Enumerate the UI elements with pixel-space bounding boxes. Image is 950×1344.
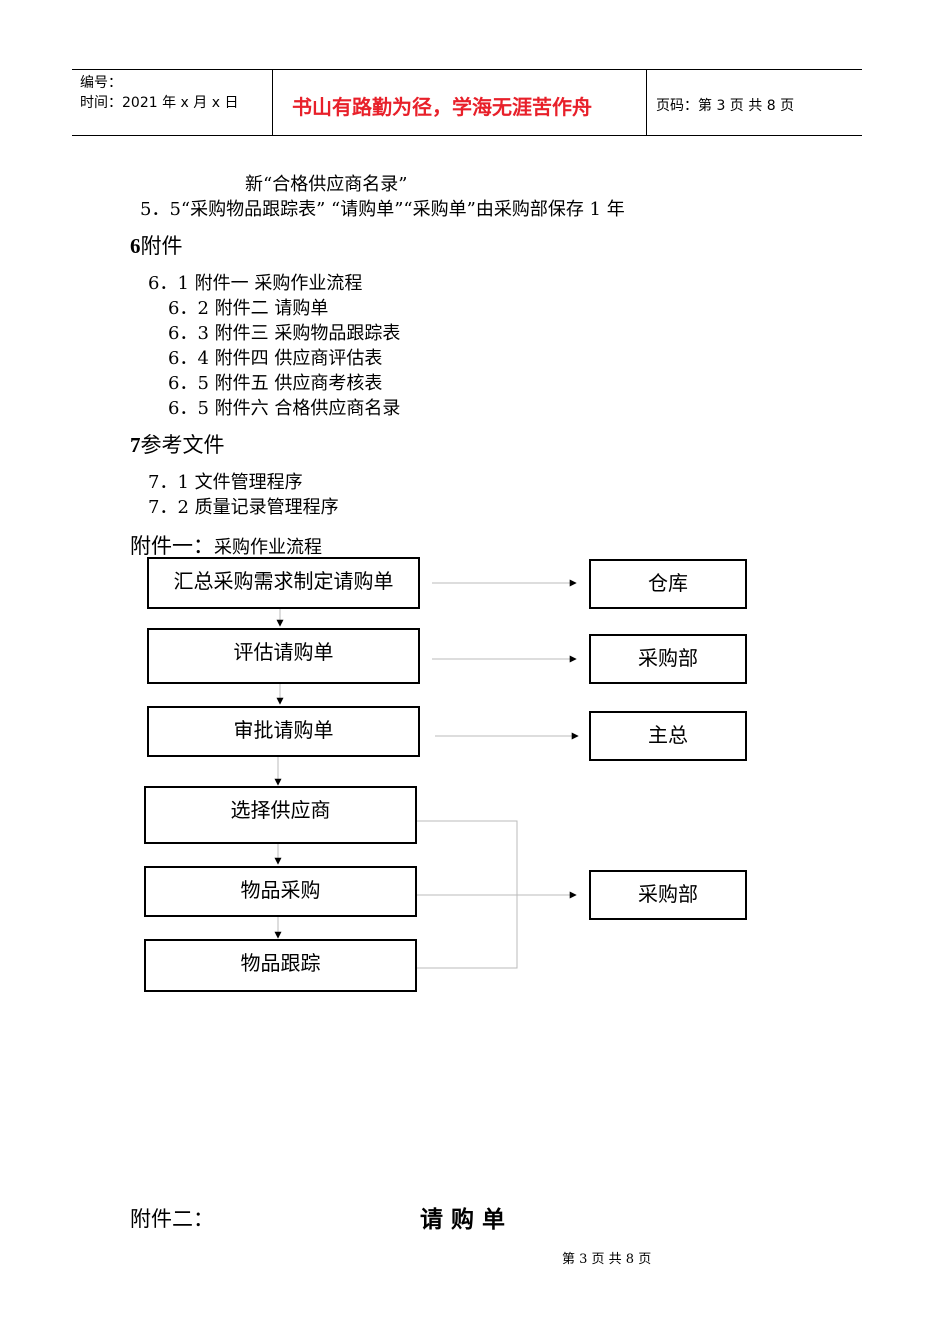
header-bottom-rule	[72, 135, 862, 136]
flow-target-warehouse: 仓库	[589, 559, 747, 609]
page-footer: 第 3 页 共 8 页	[562, 1252, 652, 1267]
header-code-label: 编号：	[80, 75, 122, 91]
list-item: 6．2 附件二 请购单	[168, 298, 329, 319]
header-divider-1	[272, 69, 273, 136]
section-6-title: 附件	[140, 234, 183, 258]
appendix-1-prefix: 附件一：	[130, 534, 214, 558]
list-item: 6．1 附件一 采购作业流程	[148, 273, 363, 294]
appendix-2-label: 附件二：	[130, 1207, 214, 1231]
flow-step-evaluate-requisition: 评估请购单	[147, 628, 420, 684]
flow-step-select-supplier: 选择供应商	[144, 786, 417, 844]
text-line-continuation: 新“合格供应商名录”	[245, 174, 408, 195]
appendix-1-heading: 附件一：采购作业流程	[130, 530, 322, 560]
section-7-title: 参考文件	[140, 433, 225, 457]
header-divider-2	[646, 69, 647, 136]
flow-step-summarize-requisition: 汇总采购需求制定请购单	[147, 557, 420, 609]
flow-target-director: 主总	[589, 711, 747, 761]
appendix-2-title: 请 购 单	[420, 1206, 506, 1233]
list-item: 6．5 附件六 合格供应商名录	[168, 398, 401, 419]
list-item: 7．2 质量记录管理程序	[148, 497, 339, 518]
flow-step-track-goods: 物品跟踪	[144, 939, 417, 992]
appendix-1-title: 采购作业流程	[214, 537, 322, 558]
section-6-number: 6	[130, 234, 141, 258]
header-top-rule	[72, 69, 862, 70]
flow-target-purchasing-dept-2: 采购部	[589, 870, 747, 920]
list-item: 6．5 附件五 供应商考核表	[168, 373, 383, 394]
flow-step-purchase-goods: 物品采购	[144, 866, 417, 917]
list-item: 6．3 附件三 采购物品跟踪表	[168, 323, 401, 344]
list-item: 6．4 附件四 供应商评估表	[168, 348, 383, 369]
flow-step-approve-requisition: 审批请购单	[147, 706, 420, 757]
header-time-label: 时间：2021 年 x 月 x 日	[80, 95, 239, 111]
flow-target-purchasing-dept: 采购部	[589, 634, 747, 684]
section-7-number: 7	[130, 433, 141, 457]
header-motto: 书山有路勤为径，学海无涯苦作舟	[292, 95, 592, 119]
list-item: 7．1 文件管理程序	[148, 472, 303, 493]
section-7-heading: 7参考文件	[130, 429, 225, 459]
header-page-info: 页码：第 3 页 共 8 页	[656, 98, 795, 114]
section-6-heading: 6附件	[130, 230, 183, 260]
text-line-5-5: 5．5“采购物品跟踪表” “请购单”“采购单”由采购部保存 1 年	[140, 199, 625, 220]
